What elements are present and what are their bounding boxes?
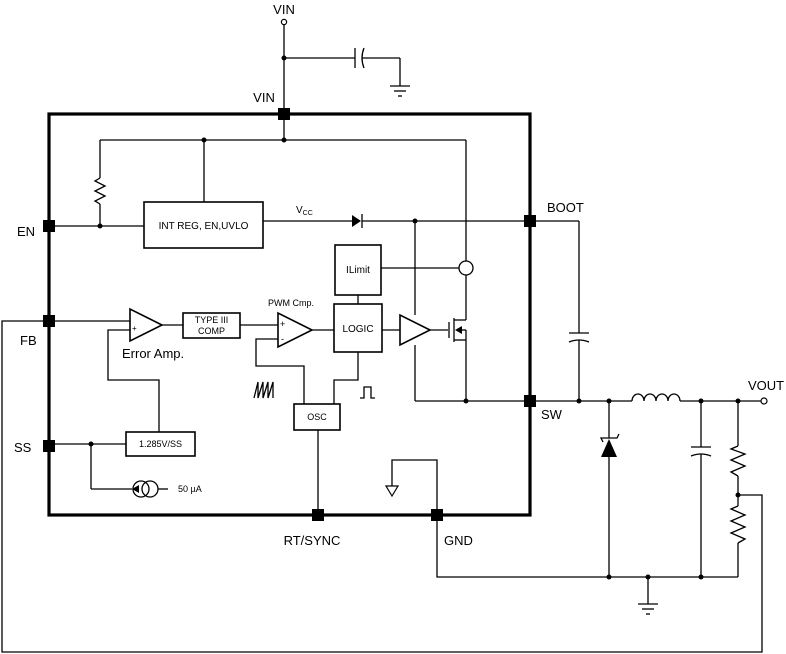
en-pullup-resistor xyxy=(55,140,144,229)
ss-net xyxy=(55,441,132,490)
current-source-label: 50 µA xyxy=(178,484,202,494)
ilimit-label: ILimit xyxy=(346,265,370,276)
feedback-resistor-top xyxy=(729,401,747,506)
osc-block xyxy=(293,403,341,431)
label-gnd: GND xyxy=(444,533,473,548)
pin-sw xyxy=(524,395,536,407)
sw-external-net xyxy=(536,398,632,404)
error-amplifier xyxy=(129,307,164,343)
ground-symbol-output xyxy=(638,603,658,615)
vcc-line xyxy=(263,214,524,228)
label-ss: SS xyxy=(14,440,32,455)
pin-gnd xyxy=(431,509,443,521)
high-side-mosfet xyxy=(448,318,469,404)
ilimit-block xyxy=(334,244,382,296)
label-boot: BOOT xyxy=(547,200,584,215)
current-sense-net xyxy=(357,260,474,318)
boot-capacitor xyxy=(536,220,590,404)
internal-ground xyxy=(384,459,438,509)
pin-vin xyxy=(278,108,290,120)
pwm-comparator xyxy=(277,311,314,349)
logic-label: LOGIC xyxy=(342,324,373,335)
int-reg-label: INT REG, EN,UVLO xyxy=(159,221,249,232)
osc-label: OSC xyxy=(307,412,327,422)
error-amp-label: Error Amp. xyxy=(122,346,184,361)
label-vin-top: VIN xyxy=(273,2,295,17)
current-source-icon xyxy=(132,480,168,498)
label-vout: VOUT xyxy=(748,378,784,393)
fb-feedback-wire xyxy=(1,320,763,653)
vout-rail xyxy=(680,397,768,405)
ramp-waveform-icon xyxy=(253,381,274,399)
output-inductor xyxy=(631,393,681,402)
error-amp-plus: + xyxy=(132,324,137,333)
label-fb: FB xyxy=(20,333,37,348)
feedback-resistor-bottom xyxy=(729,505,747,577)
vref-label: 1.285V/SS xyxy=(139,439,182,449)
type3-comp-line1: TYPE III xyxy=(195,315,229,325)
vin-input-net xyxy=(280,18,355,114)
ground-rail xyxy=(436,521,738,604)
label-sw: SW xyxy=(541,407,563,422)
label-en: EN xyxy=(17,224,35,239)
pin-en xyxy=(43,220,55,232)
label-vin: VIN xyxy=(253,90,275,105)
pulse-waveform-icon xyxy=(360,386,375,399)
pwm-wiring xyxy=(240,324,334,404)
label-rt-sync: RT/SYNC xyxy=(284,533,341,548)
ground-symbol-vin xyxy=(390,85,410,97)
schottky-diode xyxy=(599,401,620,577)
pin-fb xyxy=(43,315,55,327)
type3-comp-block xyxy=(182,312,241,339)
int-reg-block xyxy=(143,201,264,249)
gate-driver xyxy=(382,221,448,401)
output-capacitor xyxy=(690,401,712,577)
vref-block xyxy=(125,431,196,457)
pwm-cmp-label: PWM Cmp. xyxy=(268,298,314,308)
type3-comp-line2: COMP xyxy=(198,326,225,336)
vcc-label: VCC xyxy=(296,205,313,217)
input-capacitor xyxy=(354,47,401,86)
osc-wiring xyxy=(317,352,359,509)
pin-boot xyxy=(524,215,536,227)
pwm-cmp-minus: - xyxy=(281,334,284,344)
pin-ss xyxy=(43,440,55,452)
pwm-cmp-plus: + xyxy=(280,319,285,329)
error-amp-wiring xyxy=(55,320,183,432)
pin-rt-sync xyxy=(312,509,324,521)
ic-package-outline xyxy=(47,112,532,517)
internal-vin-rail xyxy=(100,120,467,262)
